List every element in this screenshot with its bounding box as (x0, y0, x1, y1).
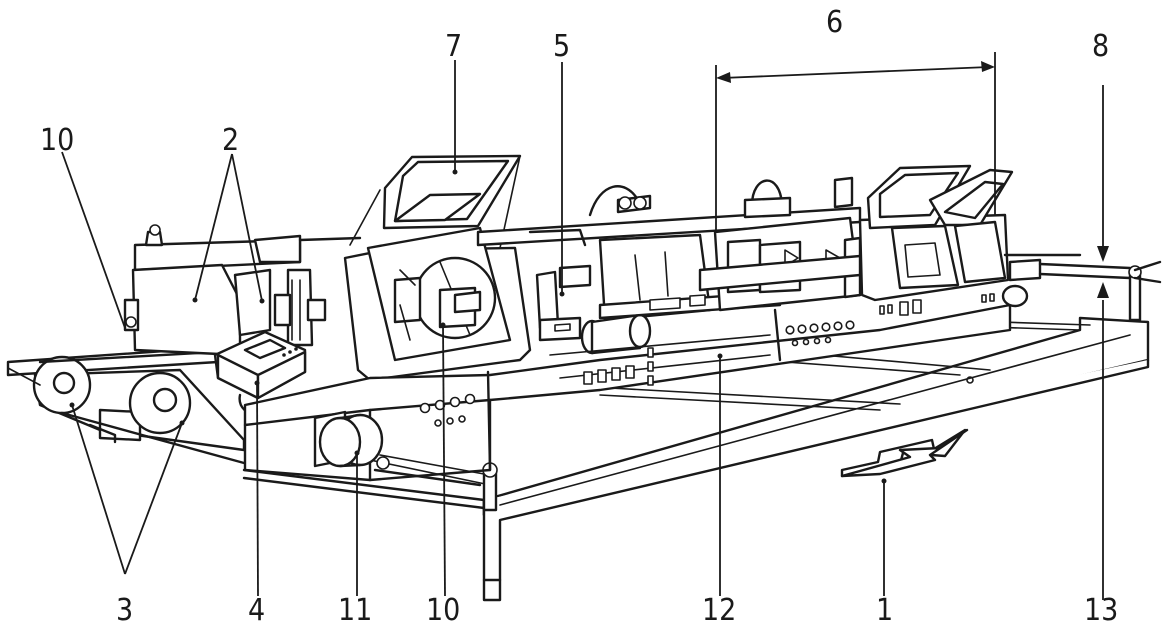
control-box (213, 330, 307, 418)
callout-labels: 10 2 7 5 6 8 3 4 11 10 12 1 13 (40, 5, 1118, 628)
callout-10-left: 10 (40, 123, 74, 158)
callout-2: 2 (222, 123, 239, 158)
callout-1: 1 (876, 593, 893, 628)
callout-7: 7 (445, 29, 462, 64)
callout-10-bottom: 10 (426, 593, 460, 628)
callout-3: 3 (116, 593, 133, 628)
flow-arrow (840, 428, 969, 478)
callout-12: 12 (702, 593, 736, 628)
left-housing (243, 154, 1012, 482)
callout-5: 5 (553, 29, 570, 64)
dimension-8-13 (1097, 85, 1109, 600)
callout-11: 11 (338, 593, 372, 628)
callout-4: 4 (248, 593, 265, 628)
drive-motor (313, 410, 482, 487)
callout-6: 6 (826, 5, 843, 40)
leader-dots (69, 169, 887, 484)
callout-13: 13 (1084, 593, 1118, 628)
right-housing (858, 164, 1162, 316)
callout-8: 8 (1092, 29, 1109, 64)
infeed-conveyor (6, 343, 252, 465)
left-carriage (123, 224, 362, 357)
dimension-6 (715, 52, 996, 230)
leader-lines (61, 60, 885, 597)
center-section (419, 176, 862, 472)
